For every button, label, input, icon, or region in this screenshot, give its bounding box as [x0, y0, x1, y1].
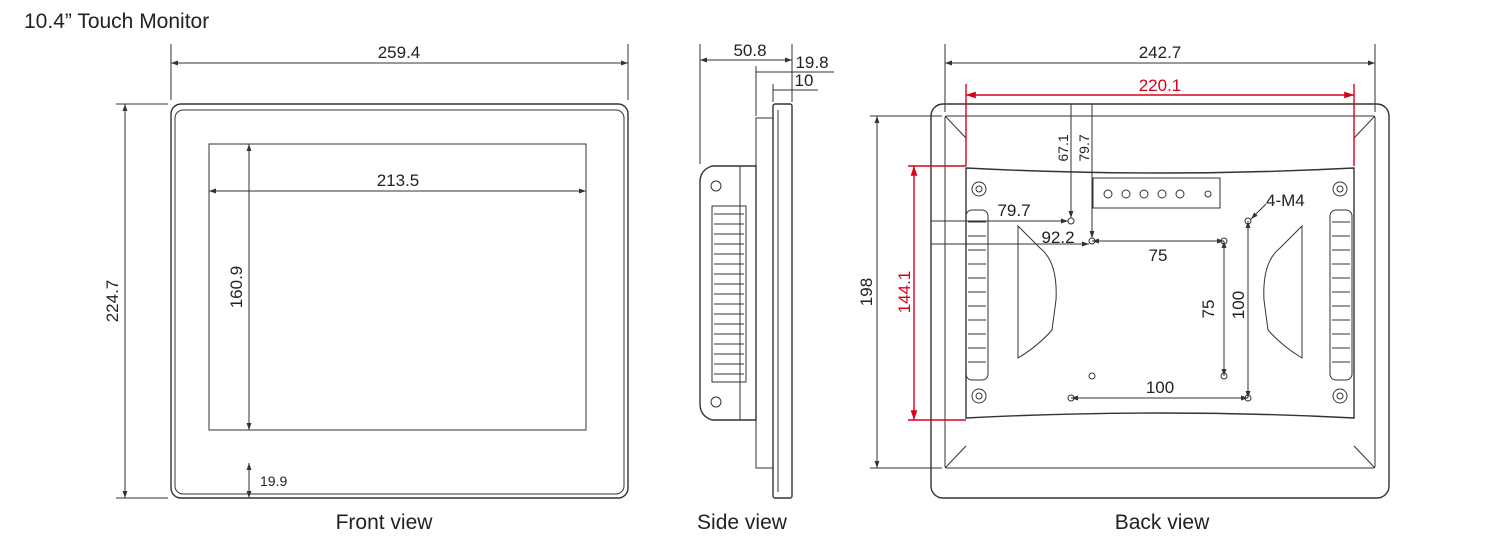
side-view-caption: Side view [697, 511, 788, 534]
back-view: 242.7 220.1 198 144.1 67.1 79.7 79.7 92.… [857, 43, 1390, 534]
side-step [755, 117, 774, 469]
back-right-vent [1329, 209, 1353, 381]
offset-79v-label: 79.7 [1076, 134, 1092, 161]
back-left-handle [1017, 224, 1057, 359]
back-right-handle [1263, 224, 1303, 359]
vesa-100-v-label: 100 [1229, 291, 1248, 319]
side-front-panel [772, 103, 793, 499]
front-view-caption: Front view [336, 511, 434, 534]
back-left-vent [965, 209, 989, 381]
back-height-label: 198 [857, 278, 876, 306]
front-height-label: 224.7 [103, 280, 122, 323]
vesa-75-h-label: 75 [1149, 246, 1168, 265]
front-screen [208, 143, 587, 431]
vesa-100-h-label: 100 [1146, 378, 1174, 397]
back-rim [944, 115, 1376, 469]
side-view: 50.8 19.8 10 Side view [697, 41, 834, 534]
mount-width-label: 220.1 [1139, 76, 1182, 95]
page-title: 10.4” Touch Monitor [24, 10, 209, 33]
back-cover [965, 167, 1355, 419]
side-rear-housing [699, 165, 757, 421]
front-bezel-inner [174, 109, 625, 495]
back-width-label: 242.7 [1139, 43, 1182, 62]
back-view-caption: Back view [1115, 511, 1210, 534]
screw-callout-leader [1250, 203, 1267, 220]
screen-width-label: 213.5 [377, 171, 420, 190]
offset-67-label: 67.1 [1055, 134, 1071, 161]
offset-92-label: 92.2 [1041, 228, 1074, 247]
back-outer [930, 103, 1390, 499]
screw-callout-label: 4-M4 [1266, 191, 1305, 210]
side-depth-label: 50.8 [733, 41, 766, 60]
screen-height-label: 160.9 [227, 266, 246, 309]
offset-79h-label: 79.7 [997, 201, 1030, 220]
front-bezel-outer [170, 103, 629, 499]
bezel-depth-label: 19.8 [795, 53, 828, 72]
side-vent [711, 205, 747, 383]
panel-depth-label: 10 [795, 71, 814, 90]
front-view: 259.4 224.7 213.5 160.9 19.9 Front view [103, 43, 629, 534]
bottom-bezel-label: 19.9 [260, 473, 287, 489]
vesa-75-v-label: 75 [1199, 300, 1218, 319]
front-width-label: 259.4 [378, 43, 421, 62]
io-panel [1092, 177, 1221, 209]
mount-height-label: 144.1 [895, 271, 914, 314]
